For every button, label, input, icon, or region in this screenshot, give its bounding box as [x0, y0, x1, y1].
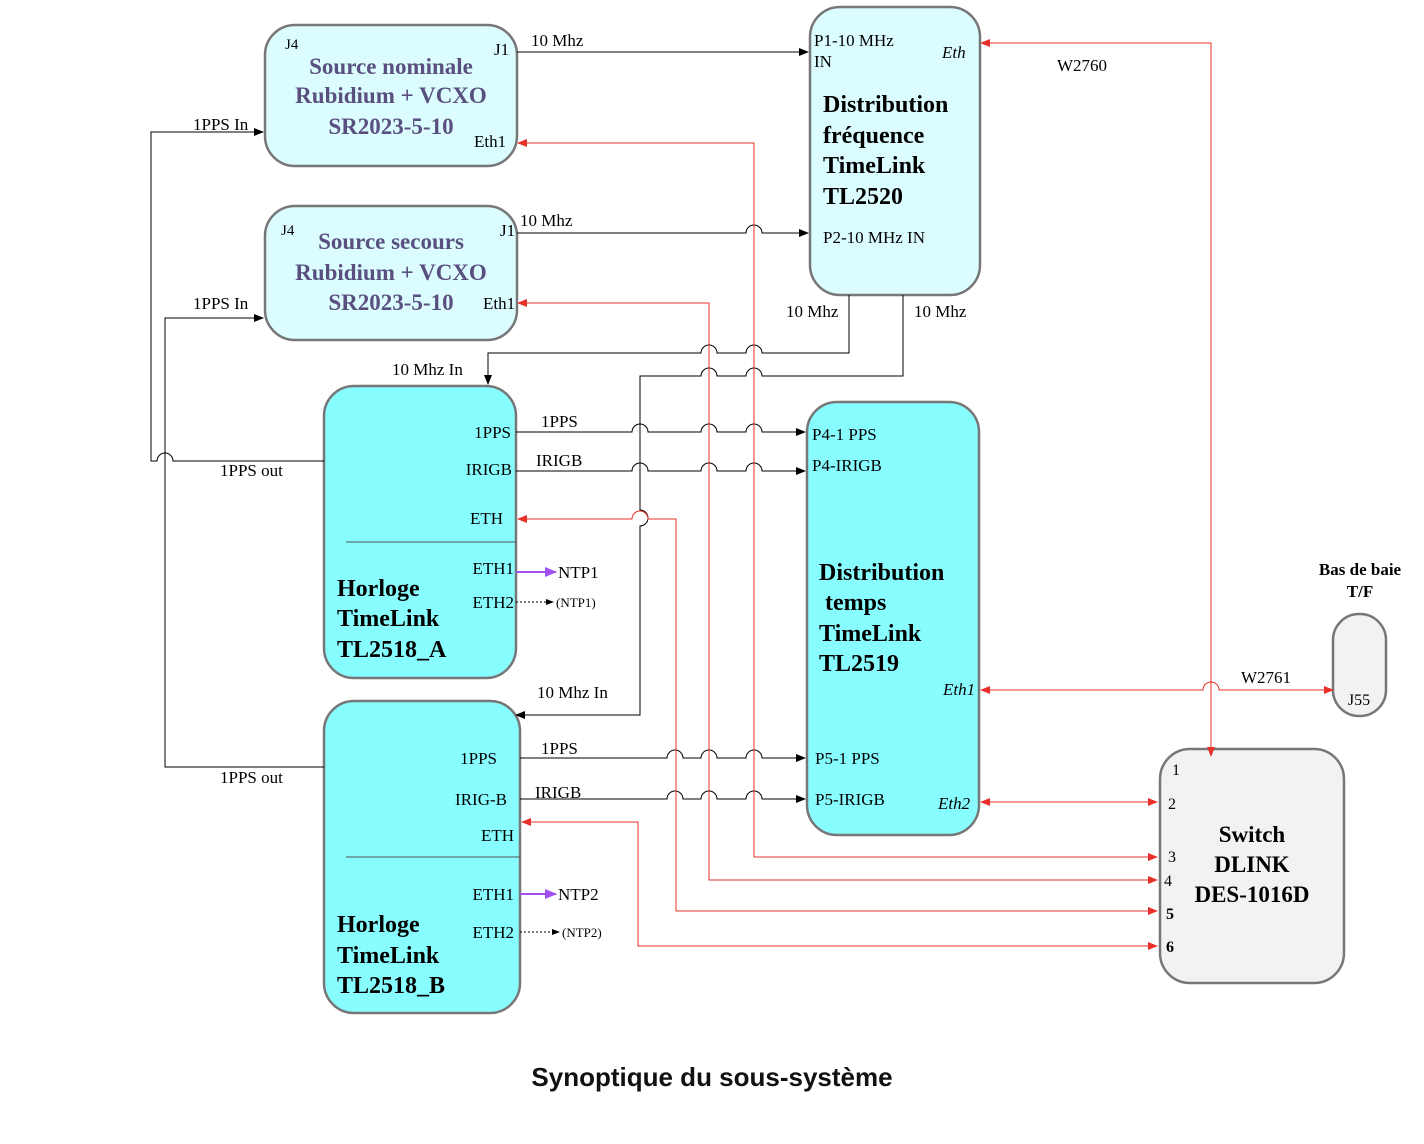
switch-block: [1158, 747, 1346, 985]
horloge-a-title-3: TL2518_A: [337, 637, 447, 663]
dist-temps-p4-pps: P4-1 PPS: [812, 425, 877, 444]
horloge-a-title-2: TimeLink: [337, 606, 440, 632]
label-ntp2: NTP2: [558, 885, 599, 904]
dist-temps-title-3: TimeLink: [819, 621, 922, 647]
horloge-b-irigb: IRIG-B: [455, 790, 507, 809]
horloge-a-eth1: ETH1: [472, 559, 514, 578]
wire-1pps-in-secours: [164, 314, 324, 768]
label-10mhz-in-a: 10 Mhz In: [392, 360, 463, 379]
horloge-b-eth2: ETH2: [472, 923, 514, 942]
src-secours-eth1: Eth1: [483, 294, 515, 313]
switch-title-1: Switch: [1219, 822, 1286, 847]
label-ntp2-backup: (NTP2): [562, 925, 602, 940]
wire-eth-w2761: [980, 681, 1334, 694]
switch-port-2: 2: [1168, 796, 1176, 813]
src-nominal-j4: J4: [285, 37, 299, 53]
horloge-b-eth1: ETH1: [472, 885, 514, 904]
label-10mhz-nominal: 10 Mhz: [531, 31, 584, 50]
dist-freq-title-1: Distribution: [823, 92, 948, 118]
switch-port-5: 5: [1166, 906, 1174, 923]
horloge-b-eth: ETH: [481, 826, 514, 845]
dist-freq-eth: Eth: [941, 43, 966, 62]
label-10mhz-secours: 10 Mhz: [520, 211, 573, 230]
horloge-b-1pps: 1PPS: [460, 749, 497, 768]
bas-baie-j55: J55: [1348, 692, 1370, 709]
switch-title-2: DLINK: [1214, 852, 1290, 877]
source-nominale-block: [263, 23, 519, 168]
label-irigb-a: IRIGB: [536, 451, 582, 470]
label-1pps-in-nominal: 1PPS In: [193, 115, 249, 134]
dist-freq-p1-line1: P1-10 MHz: [814, 31, 894, 50]
switch-port-6: 6: [1166, 939, 1174, 956]
src-nominal-j1: J1: [494, 40, 509, 59]
dist-temps-p4-irigb: P4-IRIGB: [812, 456, 882, 475]
label-10mhz-in-b: 10 Mhz In: [537, 683, 608, 702]
bas-de-baie-connector: [1331, 612, 1388, 718]
label-w2761: W2761: [1241, 668, 1291, 687]
src-nominal-title-1: Source nominale: [309, 54, 473, 79]
dist-freq-title-4: TL2520: [823, 184, 903, 210]
label-ntp1-backup: (NTP1): [556, 595, 596, 610]
horloge-b-title-1: Horloge: [337, 912, 420, 938]
switch-title-3: DES-1016D: [1194, 882, 1309, 907]
horloge-b-title-3: TL2518_B: [337, 973, 445, 999]
label-10mhz-out-left: 10 Mhz: [786, 302, 839, 321]
src-secours-title-3: SR2023-5-10: [328, 290, 453, 315]
horloge-a-title-1: Horloge: [337, 576, 420, 602]
horloge-a-1pps: 1PPS: [474, 423, 511, 442]
bas-baie-title-2: T/F: [1347, 582, 1373, 601]
horloge-a-irigb: IRIGB: [466, 460, 512, 479]
label-1pps-in-secours: 1PPS In: [193, 294, 249, 313]
label-1pps-out-a: 1PPS out: [220, 461, 283, 480]
horloge-a-block: [322, 384, 518, 680]
dist-temps-eth2: Eth2: [937, 794, 971, 813]
src-secours-title-2: Rubidium + VCXO: [295, 260, 487, 285]
switch-port-3: 3: [1168, 849, 1176, 866]
wire-eth-horloge-b: [521, 818, 1158, 950]
label-1pps-out-b: 1PPS out: [220, 768, 283, 787]
src-nominal-eth1: Eth1: [474, 132, 506, 151]
dist-temps-title-1: Distribution: [819, 560, 944, 586]
label-10mhz-out-right: 10 Mhz: [914, 302, 967, 321]
label-1pps-b: 1PPS: [541, 739, 578, 758]
bas-baie-title-1: Bas de baie: [1319, 560, 1402, 579]
dist-temps-title-4: TL2519: [819, 651, 899, 677]
label-w2760: W2760: [1057, 56, 1107, 75]
dist-freq-title-3: TimeLink: [823, 153, 926, 179]
horloge-a-eth: ETH: [470, 509, 503, 528]
label-1pps-a: 1PPS: [541, 412, 578, 431]
dist-freq-p1-line2: IN: [814, 52, 832, 71]
wire-eth-w2760: [980, 39, 1215, 757]
dist-temps-p5-pps: P5-1 PPS: [815, 749, 880, 768]
wire-eth-horloge-a: [517, 510, 1158, 915]
dist-temps-title-2: temps: [825, 590, 886, 616]
horloge-a-eth2: ETH2: [472, 593, 514, 612]
label-ntp1: NTP1: [558, 563, 599, 582]
dist-freq-title-2: fréquence: [823, 123, 925, 149]
switch-port-4: 4: [1164, 873, 1172, 890]
dist-temps-p5-irigb: P5-IRIGB: [815, 790, 885, 809]
diagram-caption: Synoptique du sous-système: [531, 1062, 893, 1092]
wire-1pps-in-nominal: [150, 128, 324, 462]
horloge-b-title-2: TimeLink: [337, 943, 440, 969]
label-irigb-b: IRIGB: [535, 783, 581, 802]
src-secours-title-1: Source secours: [318, 229, 464, 254]
src-secours-j4: J4: [281, 223, 295, 239]
src-nominal-title-2: Rubidium + VCXO: [295, 83, 487, 108]
src-secours-j1: J1: [500, 221, 515, 240]
src-nominal-title-3: SR2023-5-10: [328, 114, 453, 139]
dist-temps-eth1: Eth1: [942, 680, 975, 699]
switch-port-1: 1: [1172, 762, 1180, 779]
dist-freq-p2: P2-10 MHz IN: [823, 228, 925, 247]
